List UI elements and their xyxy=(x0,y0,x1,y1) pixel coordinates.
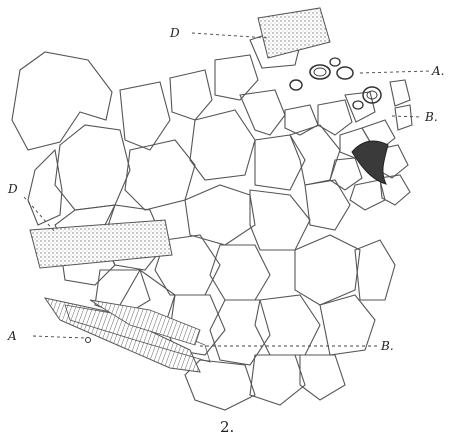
cell xyxy=(210,245,270,300)
leader-d-left xyxy=(24,197,55,232)
figure-number: 2. xyxy=(220,418,234,436)
cell xyxy=(120,82,170,150)
label-a-top: A. xyxy=(431,64,444,78)
cell xyxy=(330,158,362,190)
cell xyxy=(170,70,212,120)
cell xyxy=(12,52,112,150)
cell xyxy=(255,135,305,190)
fiber-dot xyxy=(86,338,91,343)
cell xyxy=(285,105,318,135)
cell xyxy=(125,140,195,210)
cell xyxy=(250,355,305,405)
cell xyxy=(300,355,345,400)
leader-a-left xyxy=(33,336,85,338)
cell xyxy=(395,105,412,130)
cell xyxy=(355,240,395,300)
hatched-fibers xyxy=(45,298,210,372)
cell xyxy=(350,180,385,210)
dark-crescent xyxy=(352,141,388,184)
cell xyxy=(55,125,130,210)
vessel xyxy=(337,67,353,79)
label-d-top: D xyxy=(169,26,180,40)
parenchyma-tissue xyxy=(12,30,412,410)
stippled-fiber-top xyxy=(258,8,330,58)
leader-a-top xyxy=(360,71,430,73)
cell xyxy=(345,92,375,122)
vessel xyxy=(314,68,326,76)
vascular-bundle xyxy=(290,58,388,184)
label-b-bottom: B. xyxy=(380,339,394,353)
vessel xyxy=(353,101,363,109)
label-b-top: B. xyxy=(424,110,438,124)
vessel xyxy=(330,58,340,66)
vessel xyxy=(310,65,330,79)
cell xyxy=(295,235,360,305)
cell xyxy=(390,80,410,106)
label-a-left: A xyxy=(7,329,17,343)
cell xyxy=(250,190,310,250)
label-d-left: D xyxy=(7,182,18,196)
cell xyxy=(190,110,255,180)
vessel xyxy=(290,80,302,90)
stippled-fiber-left xyxy=(30,220,172,268)
cell xyxy=(305,180,350,230)
